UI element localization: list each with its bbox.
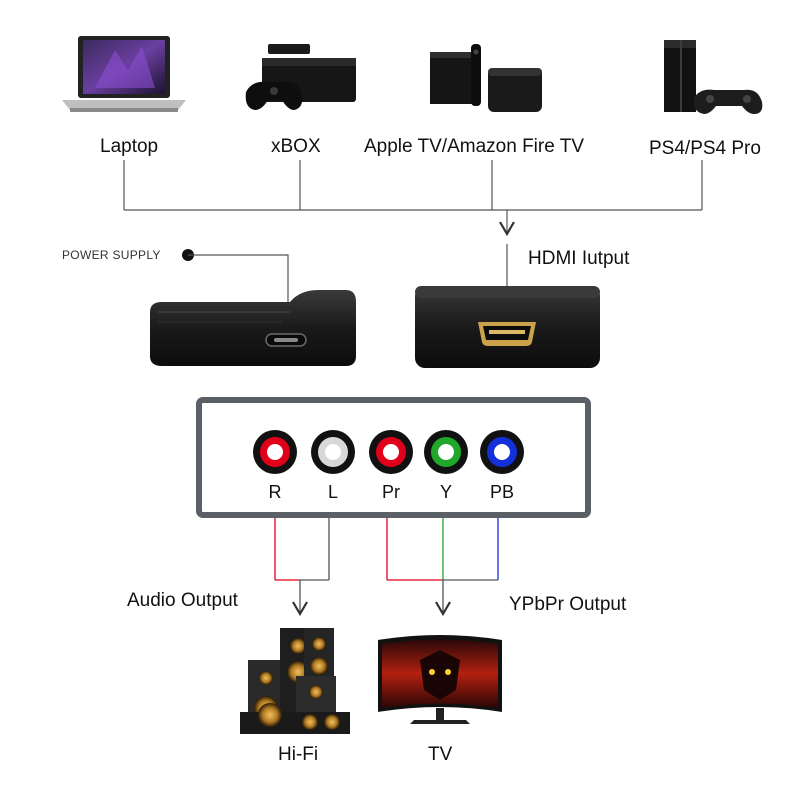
source-label-xbox: xBOX	[271, 136, 321, 157]
jack-label-pb: PB	[489, 482, 514, 502]
power-supply-label: POWER SUPPLY	[62, 248, 161, 262]
ypbpr-output-label: YPbPr Output	[509, 594, 627, 615]
jack-label-r: R	[268, 482, 282, 502]
source-lines	[123, 160, 703, 232]
tv-label: TV	[428, 744, 453, 765]
output-lines	[274, 518, 499, 612]
jack-label-y: Y	[439, 482, 452, 502]
jack-label-l: L	[327, 482, 338, 502]
source-label-apple-tv: Apple TV/Amazon Fire TV	[364, 136, 585, 157]
tv-icon	[378, 635, 502, 724]
converter-hdmi-view	[415, 286, 600, 368]
audio-output-label: Audio Output	[127, 590, 238, 611]
source-label-laptop: Laptop	[100, 136, 159, 157]
hdmi-input-label: HDMI Iutput	[528, 248, 630, 269]
rca-jack-r	[253, 430, 297, 474]
rca-jack-l	[311, 430, 355, 474]
rca-jack-pr	[369, 430, 413, 474]
hdmi-arrow-icon	[499, 221, 515, 237]
rca-jack-pb	[480, 430, 524, 474]
source-label-ps4: PS4/PS4 Pro	[649, 138, 761, 159]
hifi-speakers-icon	[240, 628, 350, 734]
rca-jack-y	[424, 430, 468, 474]
streaming-box-icon	[430, 44, 542, 112]
xbox-icon	[245, 44, 356, 110]
hifi-label: Hi-Fi	[278, 744, 319, 765]
ps4-icon	[664, 40, 763, 114]
converter-side-view	[150, 290, 356, 366]
video-arrow-icon	[435, 601, 451, 617]
jacks-group	[253, 430, 524, 474]
laptop-icon	[62, 36, 186, 112]
audio-arrow-icon	[292, 601, 308, 617]
jack-label-pr: Pr	[382, 482, 400, 502]
